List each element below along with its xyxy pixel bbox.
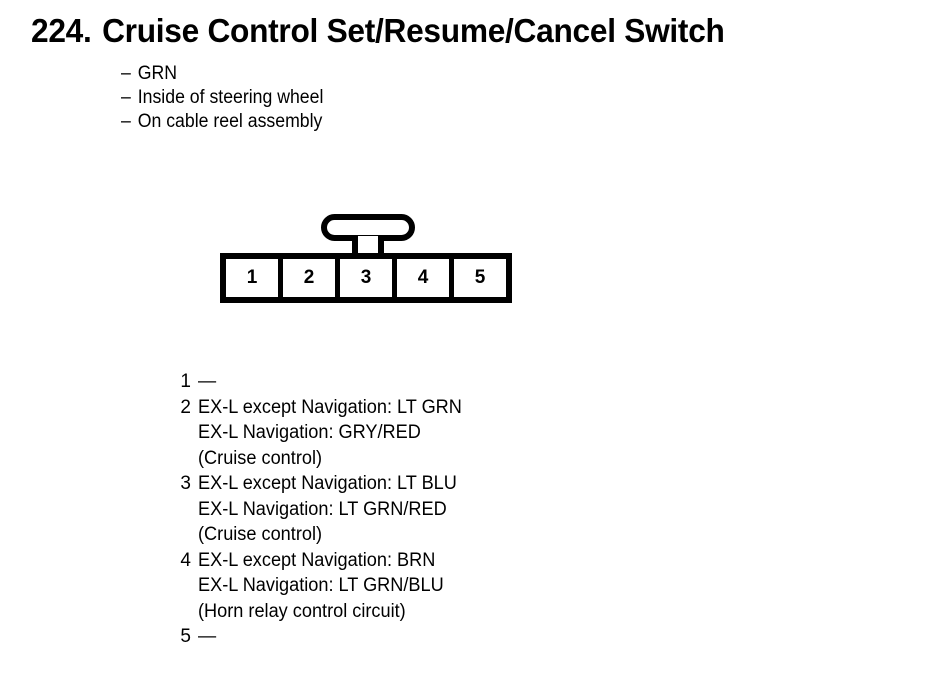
cavity-number: 4: [417, 266, 429, 288]
header-note-item: –Inside of steering wheel: [121, 86, 323, 110]
pin-description: —: [198, 624, 216, 650]
pin-legend: 1 — 2 EX-L except Navigation: LT GRN EX-…: [170, 369, 474, 650]
pin-legend-row: 5 —: [170, 624, 474, 650]
pin-description-line: EX-L except Navigation: LT BLU: [198, 473, 457, 494]
pin-description-line: EX-L except Navigation: BRN: [198, 549, 436, 571]
header-note-item: –GRN: [121, 62, 323, 86]
pin-description: EX-L except Navigation: BRN EX-L Navigat…: [198, 548, 444, 625]
header-note-text: GRN: [137, 63, 178, 84]
pin-description: EX-L except Navigation: LT GRN EX-L Navi…: [198, 395, 462, 472]
pin-number: 5: [180, 626, 191, 647]
page-title-text: Cruise Control Set/Resume/Cancel Switch: [102, 12, 725, 49]
pin-number: 1: [180, 371, 191, 392]
connector-tab-neck-icon: [352, 236, 384, 258]
pin-description-line: EX-L Navigation: GRY/RED: [198, 422, 421, 443]
pin-description-line: —: [198, 371, 216, 392]
connector-cavity-5: 5: [454, 259, 506, 297]
en-dash-icon: –: [121, 111, 131, 132]
connector-cavity-4: 4: [397, 259, 454, 297]
pin-description-line: (Cruise control): [198, 447, 323, 469]
connector-cavity-2: 2: [283, 259, 340, 297]
pin-number: 2: [180, 396, 191, 418]
header-note-text: On cable reel assembly: [137, 111, 323, 132]
cavity-number: 5: [474, 266, 486, 288]
pin-legend-row: 3 EX-L except Navigation: LT BLU EX-L Na…: [170, 471, 474, 548]
pin-number: 4: [180, 549, 191, 571]
pin-description-line: EX-L Navigation: LT GRN/BLU: [198, 575, 444, 596]
cavity-number: 3: [360, 266, 372, 288]
header-note-text: Inside of steering wheel: [137, 87, 324, 108]
connector-body: 1 2 3 4 5: [220, 253, 512, 303]
pin-legend-row: 1 —: [170, 369, 474, 395]
connector-diagram: 1 2 3 4 5: [220, 214, 512, 304]
pin-description-line: (Horn relay control circuit): [198, 600, 406, 622]
page-title: 224. Cruise Control Set/Resume/Cancel Swi…: [31, 12, 725, 50]
en-dash-icon: –: [121, 87, 131, 108]
header-note-item: –On cable reel assembly: [121, 110, 323, 134]
cavity-number: 1: [246, 266, 258, 288]
pin-description-line: (Cruise control): [198, 524, 323, 545]
connector-cavity-1: 1: [226, 259, 283, 297]
pin-description-line: —: [198, 626, 216, 647]
pin-number: 3: [180, 473, 191, 494]
pin-description: —: [198, 369, 216, 395]
header-notes-list: –GRN –Inside of steering wheel –On cable…: [121, 62, 323, 134]
pin-legend-row: 4 EX-L except Navigation: BRN EX-L Navig…: [170, 548, 474, 625]
pin-description-line: EX-L except Navigation: LT GRN: [198, 396, 462, 418]
en-dash-icon: –: [121, 63, 131, 84]
page-title-number: 224.: [31, 12, 92, 49]
pin-description: EX-L except Navigation: LT BLU EX-L Navi…: [198, 471, 457, 548]
pin-description-line: EX-L Navigation: LT GRN/RED: [198, 498, 447, 520]
connector-cavity-3: 3: [340, 259, 397, 297]
pin-legend-row: 2 EX-L except Navigation: LT GRN EX-L Na…: [170, 395, 474, 472]
cavity-number: 2: [303, 266, 315, 288]
